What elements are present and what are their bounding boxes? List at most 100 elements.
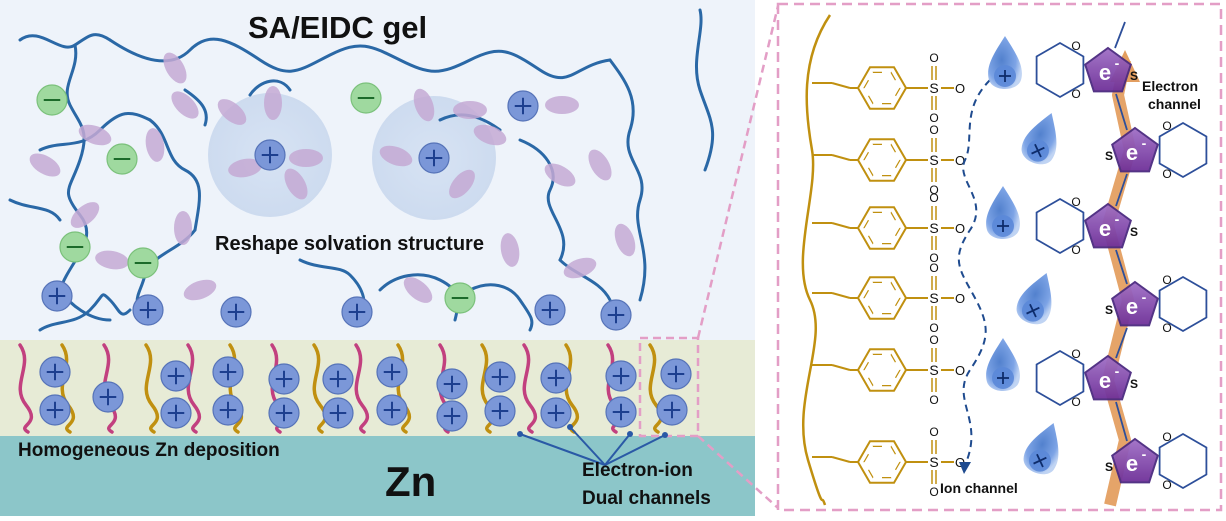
sulfonate-sulfur: S — [929, 152, 938, 168]
polymer-backbone — [801, 14, 832, 506]
solvent-molecule-icon — [413, 88, 435, 122]
solvent-molecule-icon — [449, 169, 475, 199]
zoom-connector-bottom — [697, 435, 779, 509]
solvent-molecule-icon — [163, 52, 187, 84]
interface-chain — [354, 343, 370, 434]
benzene-inner — [863, 143, 901, 177]
electron-charge: - — [1142, 135, 1147, 151]
dioxane-oxygen: O — [1162, 119, 1171, 133]
sulfonate-sulfur: S — [929, 220, 938, 236]
thiophene-ring — [1084, 202, 1132, 249]
pedot-bond — [1115, 249, 1128, 285]
dual-channel-pointer-head — [627, 431, 633, 437]
pedot-bond — [1115, 327, 1128, 359]
gel-title: SA/EIDC gel — [248, 10, 428, 45]
solvent-molecule-icon — [545, 96, 579, 114]
solvent-molecule-icon — [544, 163, 576, 187]
solvent-molecule-icon — [500, 233, 520, 267]
sulfonate-oxygen: O — [929, 321, 938, 335]
dioxane-oxygen: O — [1071, 395, 1080, 409]
sulfonate-oxygen: O — [929, 425, 938, 439]
sulfonate-oxygen: O — [929, 191, 938, 205]
electron-icon: e — [1126, 140, 1138, 165]
electron-channel-label-line2: channel — [1148, 96, 1201, 112]
deposition-label: Homogeneous Zn deposition — [18, 440, 280, 461]
dual-channel-pointer — [519, 433, 606, 466]
dioxane-oxygen: O — [1162, 167, 1171, 181]
dioxane-oxygen: O — [1071, 243, 1080, 257]
polymer-chain — [8, 198, 62, 222]
ion-channel-label: Ion channel — [940, 480, 1018, 496]
solvent-molecule-icon — [183, 279, 217, 301]
polymer-chain — [183, 88, 208, 127]
benzene-inner — [863, 445, 901, 479]
interface-chain — [18, 343, 34, 434]
pedot-bond — [1115, 401, 1128, 442]
sulfonate-oxygen: O — [929, 51, 938, 65]
sulfonate-sulfur: S — [929, 362, 938, 378]
solvent-molecule-icon — [614, 223, 636, 257]
solvent-molecule-icon — [171, 91, 199, 119]
hydrated-zn-ion-icon — [986, 338, 1020, 391]
thiophene-ring — [1111, 280, 1159, 327]
solvent-molecule-icon — [289, 149, 323, 167]
sulfonate-oxygen-anion: O — [955, 363, 965, 378]
hydrated-zn-ion-icon — [1021, 113, 1057, 165]
electron-charge: - — [1115, 55, 1120, 71]
side-chain — [831, 364, 851, 371]
dual-channel-pointer — [569, 426, 606, 466]
ion-cross-b — [1033, 456, 1047, 465]
dioxane-oxygen: O — [1071, 195, 1080, 209]
thiophene-sulfur: S — [1130, 69, 1138, 83]
electron-icon: e — [1126, 294, 1138, 319]
solvent-molecule-icon — [217, 99, 247, 125]
sulfonate-sulfur: S — [929, 80, 938, 96]
electron-charge: - — [1115, 363, 1120, 379]
dioxane-oxygen: O — [1071, 347, 1080, 361]
dual-channel-pointer-head — [662, 432, 668, 438]
sulfonate-oxygen: O — [929, 393, 938, 407]
dioxane-oxygen: O — [1162, 478, 1171, 492]
ion-channel-arrowhead — [959, 462, 971, 474]
side-chain — [831, 456, 851, 463]
thiophene-ring — [1084, 354, 1132, 401]
solvent-molecule-icon — [588, 149, 612, 181]
solvent-molecule-icon — [95, 250, 129, 270]
benzene-inner — [863, 71, 901, 105]
dioxane-oxygen: O — [1162, 430, 1171, 444]
solvent-molecule-icon — [78, 124, 112, 146]
dioxane-ring — [1158, 275, 1208, 333]
thiophene-sulfur: S — [1130, 377, 1138, 391]
electron-icon: e — [1099, 368, 1111, 393]
sulfonate-oxygen-anion: O — [955, 81, 965, 96]
zoom-source-box — [638, 336, 700, 438]
dual-channel-pointer — [604, 433, 631, 466]
polymer-chain — [558, 258, 612, 302]
dioxane-ring — [1158, 432, 1208, 490]
ion-cross-b — [1026, 306, 1040, 315]
sulfonate-oxygen-anion: O — [955, 291, 965, 306]
hydrated-zn-ion-icon — [988, 36, 1022, 89]
side-chain — [831, 292, 851, 299]
solvation-structure-label: Reshape solvation structure — [215, 233, 484, 255]
sulfonate-sulfur: S — [929, 290, 938, 306]
polymer-chain — [468, 283, 534, 332]
polymer-chain — [248, 79, 292, 97]
electron-icon: e — [1099, 60, 1111, 85]
pedot-bond — [1115, 173, 1128, 207]
solvent-molecule-icon — [228, 158, 262, 178]
interface-chain — [186, 343, 202, 434]
benzene-inner — [863, 281, 901, 315]
thiophene-ring — [1111, 126, 1159, 173]
polymer-chain — [608, 58, 647, 302]
thiophene-sulfur: S — [1130, 225, 1138, 239]
electron-icon: e — [1126, 451, 1138, 476]
thiophene-ring — [1084, 46, 1132, 93]
polymer-chain — [148, 118, 201, 232]
electron-charge: - — [1142, 446, 1147, 462]
zoom-connector-top — [696, 5, 780, 339]
dual-channels-label-line1: Electron-ion — [582, 460, 693, 481]
dioxane-ring — [1158, 121, 1208, 179]
polymer-chain — [518, 138, 566, 262]
